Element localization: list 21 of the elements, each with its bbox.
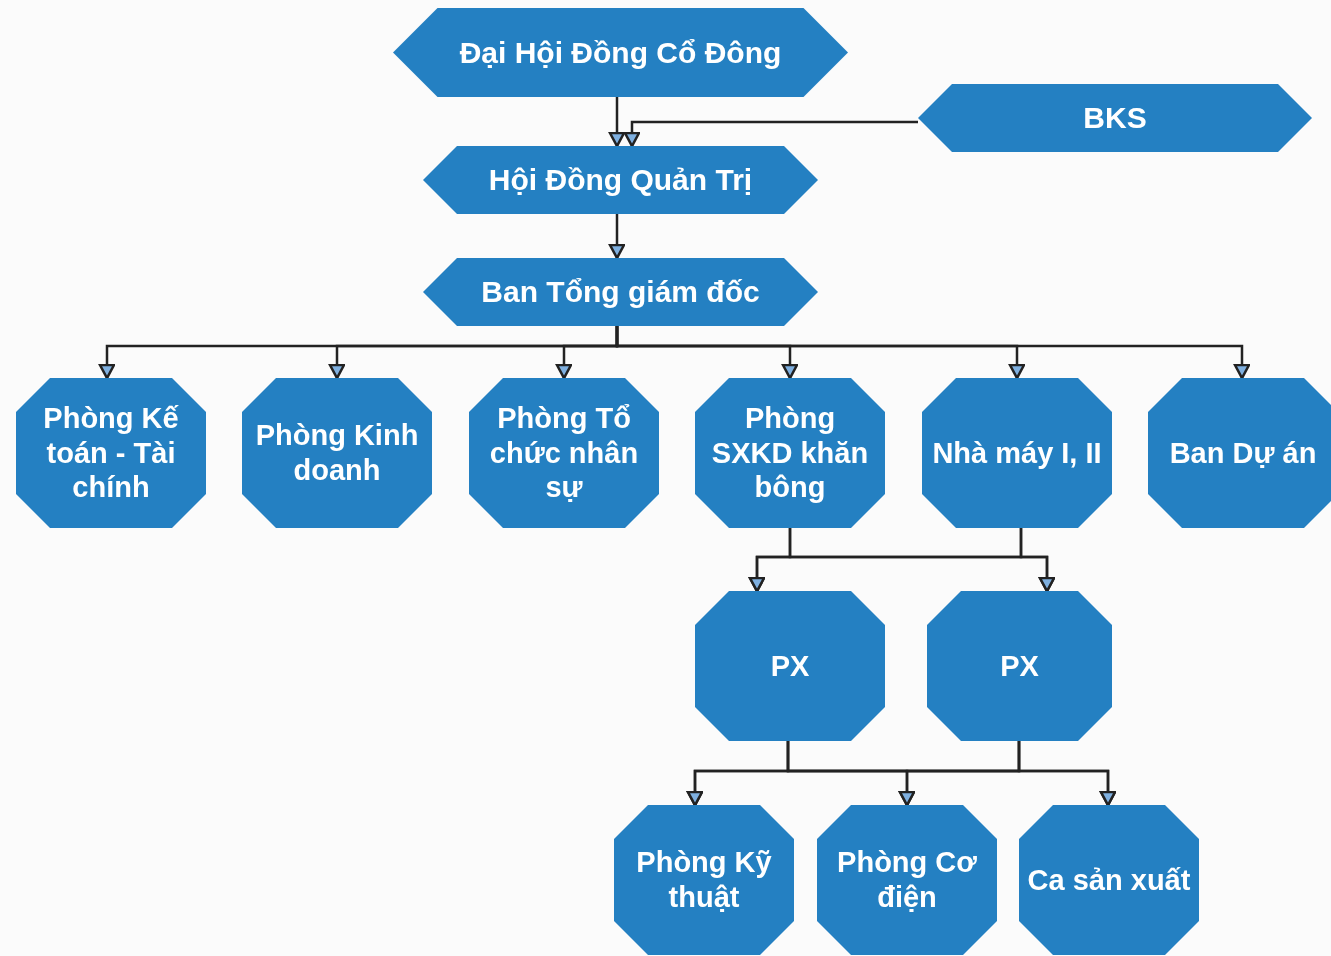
connector-arrow [1019, 528, 1056, 593]
node-label: Phòng Kỹ thuật [635, 845, 773, 915]
node-label: Ban Dự án [1169, 435, 1317, 471]
node-label: Phòng Cơ điện [836, 845, 978, 915]
node-label: Hội Đồng Quản Trị [488, 162, 753, 198]
connector-arrow [623, 120, 918, 148]
node-label: Nhà máy I, II [932, 435, 1102, 471]
node-label: Phòng SXKD khăn bông [710, 400, 870, 506]
node-label: Phòng Kế toán - Tài chính [42, 400, 180, 506]
node-label: Phòng Tổ chức nhân sự [488, 400, 640, 506]
connector-arrow [615, 326, 1251, 380]
node-label: Đại Hội Đồng Cổ Đông [459, 34, 782, 71]
node-label: BKS [1083, 100, 1147, 136]
connector-arrow [1017, 741, 1117, 807]
node-label: PX [1000, 648, 1039, 684]
node-label: Ca sản xuất [1027, 862, 1191, 898]
node-label: Ban Tổng giám đốc [481, 274, 760, 310]
connector-arrow [608, 97, 626, 148]
node-label: Phòng Kinh doanh [254, 418, 420, 488]
connector-arrow [608, 214, 626, 260]
node-label: PX [770, 648, 810, 684]
